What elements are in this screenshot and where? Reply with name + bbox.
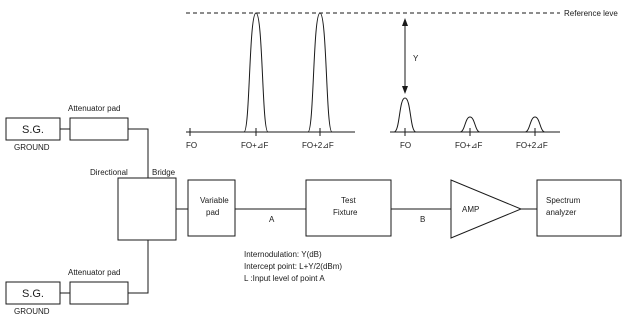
right-peak-2 bbox=[459, 116, 481, 133]
y-arrow-head-bottom bbox=[402, 86, 408, 94]
test-fixture-label-2: Fixture bbox=[333, 208, 358, 217]
right-peak-1 bbox=[393, 97, 417, 133]
right-tick-label-fo: FO bbox=[400, 141, 411, 150]
y-arrow-head-top bbox=[402, 18, 408, 26]
point-b-label: B bbox=[420, 215, 425, 224]
test-fixture-box bbox=[305, 179, 392, 237]
attenuator-top-label: Attenuator pad bbox=[68, 104, 120, 113]
ground-top-label: GROUND bbox=[14, 143, 50, 152]
bridge-label: Bridge bbox=[152, 168, 176, 177]
point-a-label: A bbox=[269, 215, 275, 224]
right-tick-label-fo-df: FO+⊿F bbox=[455, 141, 482, 150]
left-tick-label-fo-df: FO+⊿F bbox=[241, 141, 268, 150]
spectrum-analyzer-label-1: Spectrum bbox=[546, 196, 581, 205]
left-peak-2 bbox=[307, 12, 333, 133]
variable-pad-label-1: Variable bbox=[200, 196, 229, 205]
left-peak-1 bbox=[243, 12, 269, 133]
wire-atten-bridge-top bbox=[128, 128, 149, 178]
note-intermodulation: Internodulation: Y(dB) bbox=[244, 250, 322, 259]
spectrum-analyzer-box bbox=[536, 179, 622, 237]
variable-pad-box bbox=[187, 179, 236, 237]
directional-label: Directional bbox=[90, 168, 128, 177]
sg-top-label: S.G. bbox=[22, 124, 44, 136]
wire-atten-bridge-bottom bbox=[128, 240, 149, 294]
attenuator-bottom-label: Attenuator pad bbox=[68, 268, 120, 277]
attenuator-top-box bbox=[69, 117, 129, 141]
right-peak-3 bbox=[524, 116, 546, 133]
note-intercept-point: Intercept point: L+Y/2(dBm) bbox=[244, 262, 342, 271]
y-marker-label: Y bbox=[413, 54, 419, 63]
note-input-level: L :Input level of point A bbox=[244, 274, 325, 283]
right-tick-label-fo-2df: FO+2⊿F bbox=[516, 141, 548, 150]
left-tick-label-fo: FO bbox=[186, 141, 197, 150]
attenuator-bottom-box bbox=[69, 281, 129, 305]
amp-label: AMP bbox=[462, 205, 479, 214]
left-tick-label-fo-2df: FO+2⊿F bbox=[302, 141, 334, 150]
spectrum-analyzer-label-2: analyzer bbox=[546, 208, 577, 217]
directional-bridge-box bbox=[117, 177, 177, 241]
amp-triangle bbox=[450, 179, 523, 239]
reference-level-label: Reference leve bbox=[564, 9, 618, 18]
test-fixture-label-1: Test bbox=[341, 196, 356, 205]
variable-pad-label-2: pad bbox=[206, 208, 219, 217]
sg-bottom-label: S.G. bbox=[22, 288, 44, 300]
ground-bottom-label: GROUND bbox=[14, 307, 50, 316]
